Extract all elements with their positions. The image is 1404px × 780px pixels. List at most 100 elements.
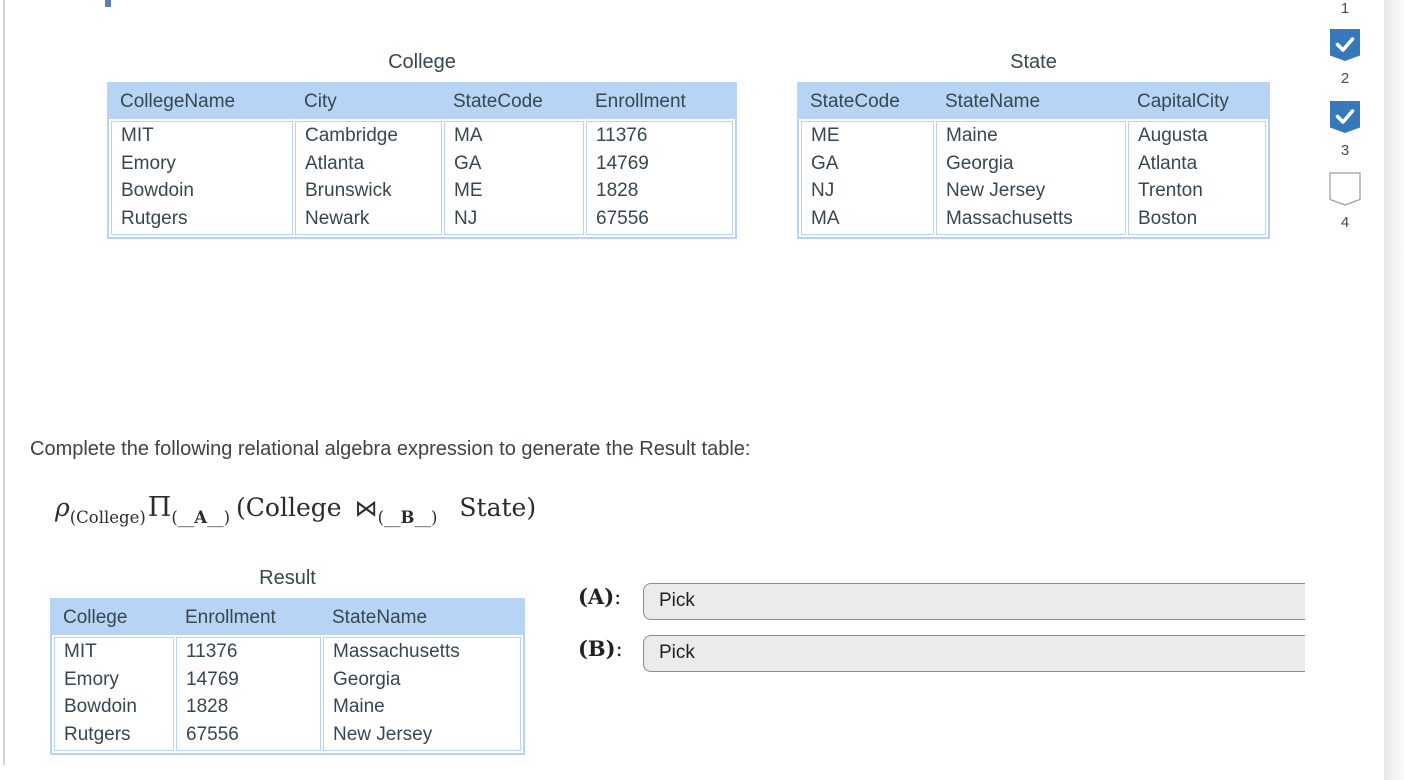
result-table: Result College Enrollment StateName MIT Emo…: [50, 564, 525, 755]
join-operator: ⋈: [354, 496, 378, 522]
table-cell: NJ: [811, 180, 835, 201]
table-cell: Georgia: [946, 152, 1014, 174]
table-cell: 67556: [596, 207, 649, 229]
table-cell: MA: [454, 125, 483, 146]
column-header: CapitalCity: [1137, 90, 1229, 112]
table-header-row: StateCode StateName CapitalCity: [799, 84, 1268, 119]
table-cell: 11376: [186, 641, 238, 662]
table-cell: 14769: [186, 668, 239, 690]
progress-check-icon[interactable]: [1329, 172, 1361, 206]
table-cell: 1828: [186, 696, 229, 717]
table: CollegeName City StateCode Enrollment MIT Em…: [107, 82, 737, 239]
table-cell: Cambridge: [305, 125, 398, 146]
table-title-state: State: [1010, 51, 1057, 73]
table-cell: Emory: [121, 152, 176, 174]
table-cell: Bowdoin: [64, 696, 137, 717]
table-cell: ME: [454, 180, 483, 201]
column-header: StateCode: [810, 90, 900, 112]
progress-step-number: 3: [1340, 142, 1350, 159]
table-title-result: Result: [259, 567, 316, 589]
pick-dropdown-b[interactable]: Pick: [643, 635, 1305, 672]
progress-step-number: 1: [1340, 0, 1350, 17]
rho-operator: ρ: [55, 493, 70, 522]
progress-check-icon[interactable]: [1329, 100, 1361, 134]
column-header: City: [304, 90, 337, 112]
clipped-text-fragment: [105, 0, 111, 7]
column-header: College: [63, 606, 128, 628]
table-cell: New Jersey: [333, 723, 433, 745]
table-cell: Georgia: [333, 668, 401, 690]
column-header: StateName: [945, 90, 1041, 112]
table-cell: Emory: [64, 668, 119, 690]
table-cell: Maine: [333, 696, 385, 717]
relational-algebra-expression: ρ(College)Π(__A__) (College ⋈(__B__) State): [55, 492, 536, 527]
table-column: 11376 14769 1828 67556: [586, 121, 733, 235]
table-cell: Maine: [946, 125, 998, 146]
table-header-row: CollegeName City StateCode Enrollment: [109, 84, 735, 119]
table-cell: 67556: [186, 723, 239, 745]
table-cell: 11376: [596, 125, 648, 146]
table-cell: Atlanta: [305, 152, 365, 174]
open-paren: (: [236, 493, 246, 522]
column-header: Enrollment: [185, 606, 276, 628]
blank-a: A: [194, 508, 208, 527]
table-cell: Bowdoin: [121, 180, 194, 201]
table-cell: 14769: [596, 152, 649, 174]
table-column: 11376 14769 1828 67556: [176, 637, 321, 751]
table-cell: Boston: [1138, 207, 1198, 229]
table-cell: Newark: [305, 207, 370, 229]
progress-check-icon[interactable]: [1329, 28, 1361, 62]
table-cell: Rutgers: [64, 723, 131, 745]
table-cell: Atlanta: [1138, 152, 1198, 174]
left-relation: College: [245, 493, 342, 522]
table-cell: MA: [811, 207, 840, 229]
right-relation: State: [459, 493, 527, 522]
pi-operator: Π: [147, 492, 172, 523]
table: StateCode StateName CapitalCity ME GA NJ MA Ma…: [797, 82, 1270, 239]
dropdown-selected-value: Pick: [659, 590, 695, 611]
answer-label-a: (A):: [578, 584, 622, 609]
college-table: College CollegeName City StateCode Enrollme…: [107, 48, 737, 239]
table-cell: NJ: [454, 207, 478, 229]
table-column: MA GA ME NJ: [444, 121, 584, 235]
progress-step-number: 4: [1340, 214, 1350, 231]
pi-subscript: (__A__): [171, 508, 231, 527]
table-cell: Rutgers: [121, 207, 188, 229]
pick-dropdown-a[interactable]: Pick: [643, 583, 1305, 620]
table-title-college: College: [388, 51, 456, 73]
blank-b: B: [400, 508, 415, 527]
table-cell: MIT: [64, 641, 97, 662]
table-header-row: College Enrollment StateName: [52, 600, 523, 635]
table-cell: Massachusetts: [333, 641, 460, 662]
content-left-border: [3, 0, 5, 765]
rho-subscript: (College): [69, 508, 146, 527]
join-subscript: (__B__): [377, 508, 438, 527]
table-cell: 1828: [596, 180, 639, 201]
table-cell: GA: [454, 152, 482, 174]
column-header: StateCode: [453, 90, 543, 112]
column-header: CollegeName: [120, 90, 236, 112]
table-cell: MIT: [121, 125, 154, 146]
table-cell: GA: [811, 152, 839, 174]
column-header: StateName: [332, 606, 428, 628]
table-cell: ME: [811, 125, 840, 146]
table-cell: Trenton: [1138, 180, 1203, 201]
state-table: State StateCode StateName CapitalCity ME GA…: [797, 48, 1270, 239]
right-edge-shadow: [1384, 0, 1404, 780]
close-paren: ): [526, 493, 537, 522]
question-prompt: Complete the following relational algebr…: [30, 438, 751, 460]
column-header: Enrollment: [595, 90, 686, 112]
table-cell: New Jersey: [946, 180, 1046, 201]
table-cell: Brunswick: [305, 180, 392, 201]
table-cell: Massachusetts: [946, 207, 1073, 229]
